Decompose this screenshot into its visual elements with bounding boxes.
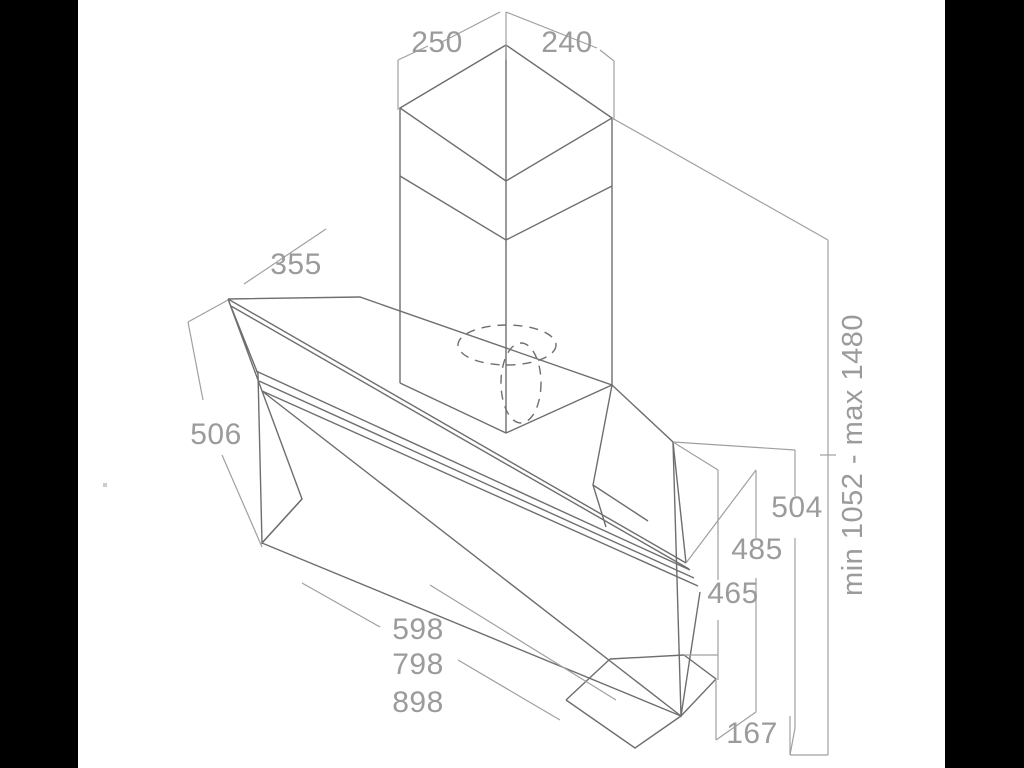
ext-506-lower [221, 454, 263, 548]
hood-base-plate-back [565, 658, 611, 701]
hood-glass-band-1 [255, 370, 691, 571]
dimension-label-width-598: 598 [392, 613, 444, 646]
hood-right-top-edge [611, 384, 687, 564]
dimension-lines [187, 11, 836, 756]
hood-left-panel-inner-edge [261, 498, 303, 544]
leader-355-lower [187, 299, 229, 323]
hood-base-plate-left [565, 699, 682, 749]
ext-485-bottom-leader [715, 711, 757, 741]
leader-798 [457, 659, 561, 721]
dimension-label-chimney-width: 240 [541, 26, 593, 59]
ext-240-right-top [599, 49, 615, 62]
hood-glass-bottom-edge [261, 542, 682, 717]
leader-240-top [505, 11, 598, 49]
hood-top-back-edge [227, 296, 613, 386]
hood-base-plate-inner [609, 654, 685, 660]
hood-right-inner-fold [592, 384, 649, 522]
ext-504-bottom-leader [789, 727, 796, 756]
hood-glass-front-face [261, 390, 701, 718]
ext-504-top-leader [672, 441, 796, 451]
hood-top-front-edge-b [230, 305, 690, 570]
dimension-label-depth-485: 485 [731, 533, 783, 566]
leader-598 [301, 582, 381, 628]
hood-glass-band-2 [258, 380, 695, 579]
ext-485-top-leader [685, 469, 757, 564]
dimension-label-hood-depth-top: 355 [270, 248, 322, 281]
dimension-label-width-798: 798 [392, 648, 444, 681]
hood-glass-band-3 [261, 390, 699, 587]
registration-dot [103, 483, 107, 487]
chimney-upper-section [398, 44, 614, 241]
leader-898 [429, 584, 617, 701]
letterbox-bar-left [0, 0, 78, 768]
letterbox-bar-right [945, 0, 1024, 768]
ext-465-top-leader [672, 441, 719, 471]
duct-outlet-dashed [457, 324, 557, 424]
duct-outlet-ellipse-side [500, 342, 542, 424]
hood-body [227, 296, 718, 749]
duct-outlet-ellipse-top [457, 324, 557, 366]
hood-right-inner-vert [592, 484, 607, 528]
dimension-label-total-height-range: min 1052 - max 1480 [837, 314, 869, 596]
hood-right-side-long-edge [672, 441, 682, 717]
dimension-label-width-898: 898 [392, 686, 444, 719]
leader-355-upper [243, 228, 327, 285]
ext-total-height-top-leader [611, 117, 829, 241]
leader-250-top [439, 11, 501, 44]
dimension-label-hood-side-height: 506 [190, 418, 242, 451]
chimney-lower-section [399, 176, 613, 434]
dimension-label-chimney-depth: 250 [411, 26, 463, 59]
ext-250-left-top [397, 45, 429, 61]
dimension-label-base-depth-167: 167 [726, 717, 778, 750]
dimension-label-depth-504: 504 [771, 491, 823, 524]
chimney-lower-bottom-edge [399, 382, 613, 434]
dimension-labels: 250 240 355 506 598 798 898 504 485 465 … [190, 26, 869, 750]
dimension-label-depth-465: 465 [707, 577, 759, 610]
hood-top-front-edge-a [227, 298, 687, 564]
drawing-canvas [78, 0, 945, 768]
ext-506-upper [187, 321, 204, 401]
